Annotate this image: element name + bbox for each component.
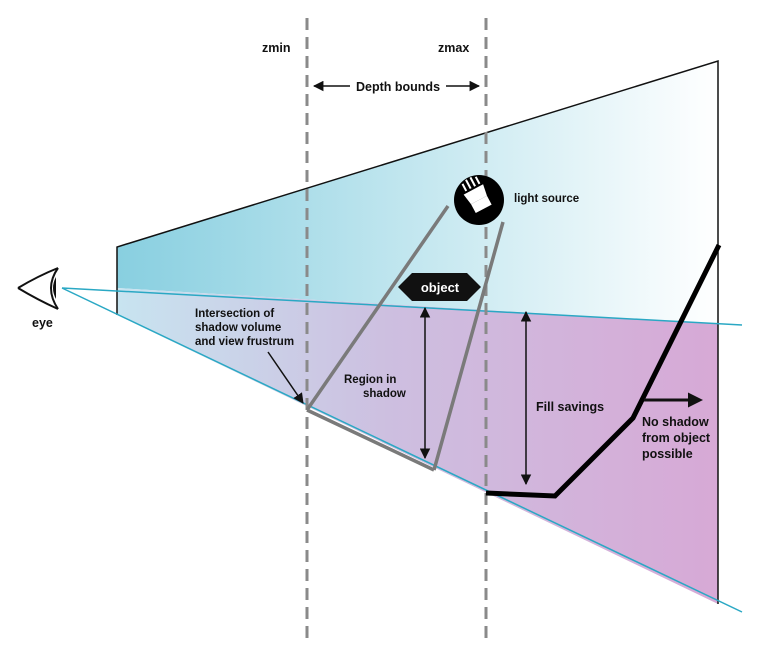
intersection-label-2: shadow volume (195, 322, 281, 334)
no-shadow-label-3: possible (642, 447, 693, 461)
eye-icon (17, 267, 59, 310)
region-in-shadow-label-2: shadow (363, 388, 406, 400)
intersection-label-3: and view frustrum (195, 336, 294, 348)
depth-bounds-label: Depth bounds (356, 80, 440, 94)
intersection-pointer-arrow (267, 351, 304, 404)
eye-label: eye (32, 316, 53, 330)
frustum-outline (116, 59, 719, 604)
frustum-lower-region (117, 288, 718, 604)
frustum-upper-region (117, 61, 718, 324)
region-in-shadow-label-1: Region in (344, 374, 396, 386)
shadow-volume (305, 205, 505, 472)
light-source-icon (454, 175, 504, 225)
no-shadow-boundary (485, 243, 722, 499)
view-line-upper (61, 287, 743, 326)
fill-savings-label: Fill savings (536, 400, 604, 414)
light-source-label: light source (514, 193, 579, 205)
no-shadow-label-1: No shadow (642, 415, 709, 429)
object-label: object (421, 280, 460, 295)
no-shadow-label-2: from object (642, 431, 711, 445)
object-shape (398, 273, 481, 301)
zmin-label: zmin (262, 41, 290, 55)
view-line-lower (61, 287, 743, 613)
intersection-label-1: Intersection of (195, 308, 274, 320)
zmax-label: zmax (438, 41, 469, 55)
